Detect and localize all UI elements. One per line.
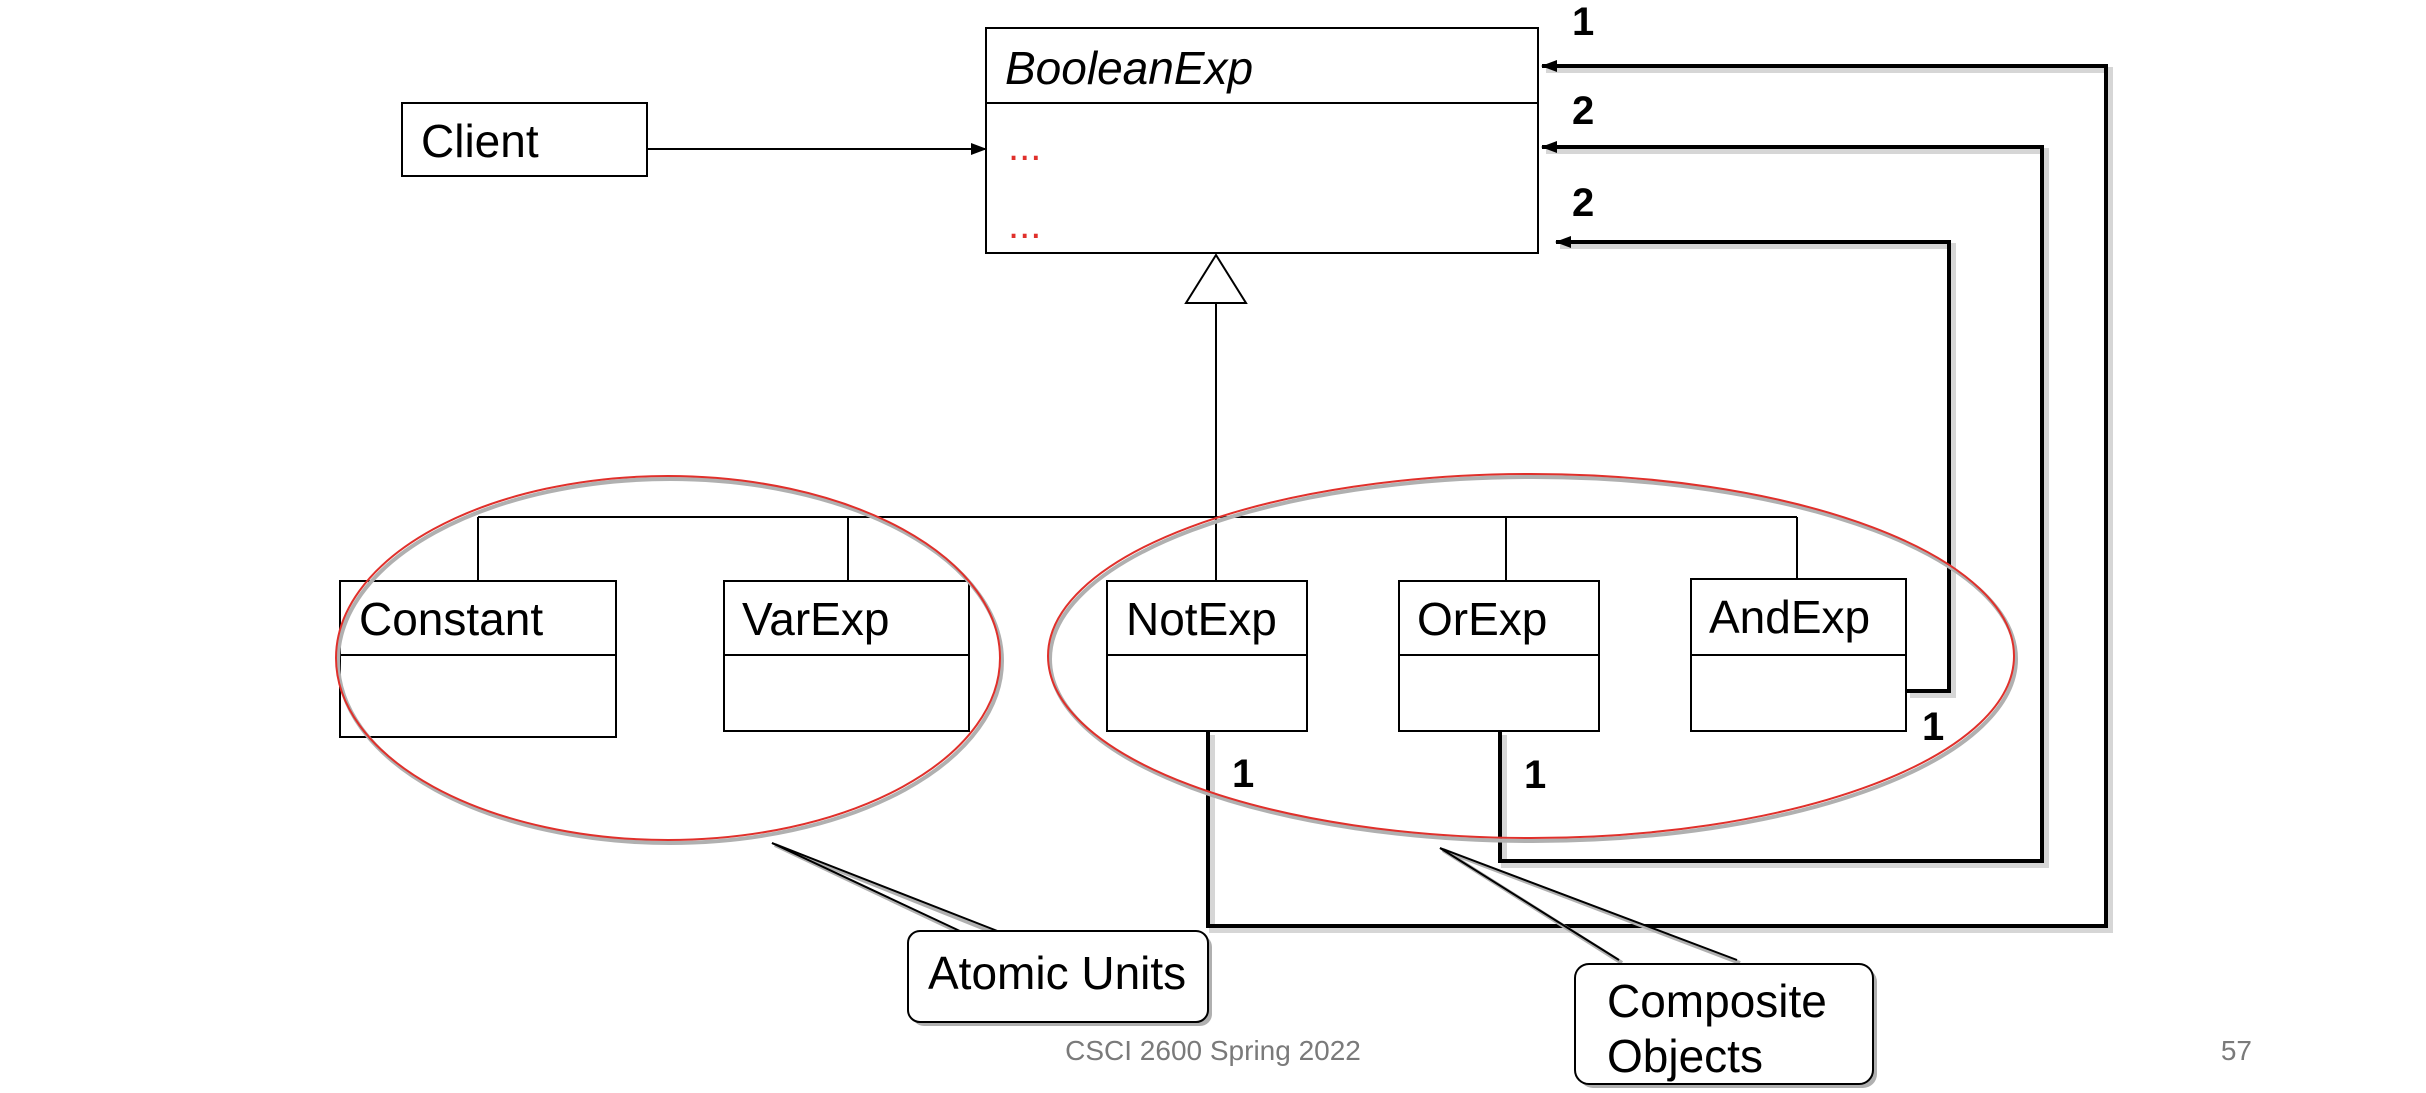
composite-objects-callout: Composite Objects xyxy=(1439,847,1877,1088)
booleanexp-name: BooleanExp xyxy=(1005,42,1253,94)
booleanexp-ellipsis-1: ... xyxy=(1008,125,1041,169)
notexp-name: NotExp xyxy=(1126,593,1277,645)
mult-base-top: 1 xyxy=(1572,0,1594,44)
booleanexp-class: BooleanExp ... ... xyxy=(985,27,1539,254)
andexp-class: AndExp xyxy=(1690,578,1907,732)
composite-label-line1: Composite xyxy=(1607,975,1827,1027)
orexp-name: OrExp xyxy=(1417,593,1547,645)
composite-label-line2: Objects xyxy=(1607,1030,1763,1082)
composite-group-ellipse xyxy=(1047,473,2018,843)
constant-class: Constant xyxy=(339,580,617,738)
mult-base-middle: 2 xyxy=(1572,89,1594,133)
atomic-group-ellipse xyxy=(335,475,1004,845)
atomic-units-label: Atomic Units xyxy=(928,947,1186,999)
client-class: Client xyxy=(401,102,648,177)
constant-name: Constant xyxy=(359,593,543,645)
varexp-name: VarExp xyxy=(742,593,889,645)
notexp-child-association xyxy=(1209,67,2113,933)
orexp-children-association xyxy=(1501,148,2049,868)
footer-page-number: 57 xyxy=(2221,1035,2252,1066)
footer-course: CSCI 2600 Spring 2022 xyxy=(1065,1035,1361,1066)
notexp-class: NotExp xyxy=(1106,580,1308,732)
andexp-name: AndExp xyxy=(1709,591,1870,643)
varexp-class: VarExp xyxy=(723,580,970,732)
client-name: Client xyxy=(421,115,539,167)
atomic-units-callout: Atomic Units xyxy=(771,842,1212,1026)
inheritance-tree xyxy=(477,303,1798,581)
mult-notexp: 1 xyxy=(1232,752,1254,796)
mult-base-bottom: 2 xyxy=(1572,181,1594,225)
mult-orexp: 1 xyxy=(1524,753,1546,797)
booleanexp-ellipsis-2: ... xyxy=(1008,203,1041,247)
orexp-class: OrExp xyxy=(1398,580,1600,732)
mult-andexp: 1 xyxy=(1922,705,1944,749)
andexp-children-association xyxy=(1560,243,1956,698)
inheritance-triangle xyxy=(1184,253,1248,304)
